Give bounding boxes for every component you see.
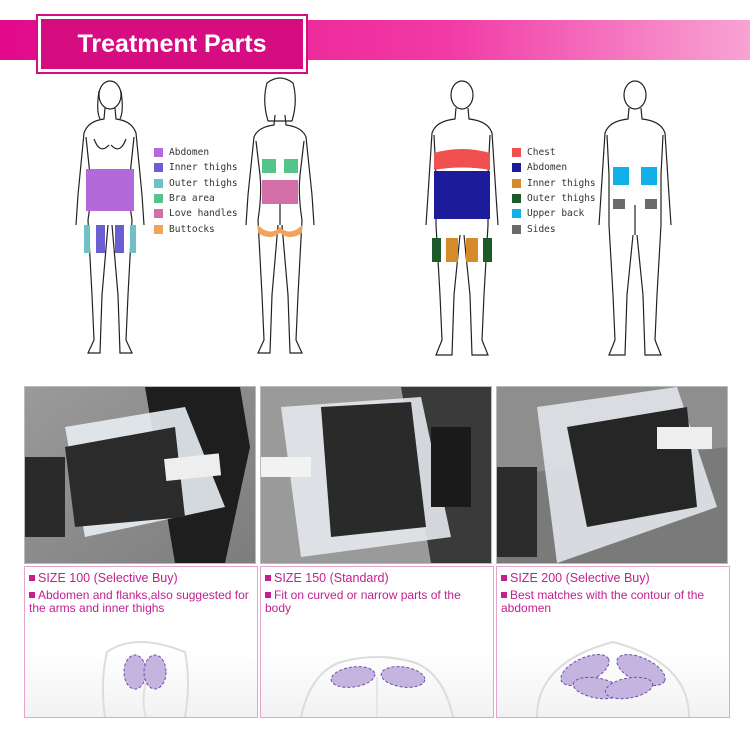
zone-love-handles [262, 180, 298, 204]
size-description: Abdomen and flanks,also suggested for th… [29, 588, 249, 615]
female-legend: Abdomen Inner thighs Outer thighs Bra ar… [154, 145, 238, 237]
size-title: SIZE 100 (Selective Buy) [29, 571, 178, 585]
zone-bra-left [262, 159, 276, 173]
zone-outer-thigh-right [483, 238, 492, 262]
zone-inner-thigh-left [96, 225, 105, 253]
size-card-200: SIZE 200 (Selective Buy) Best matches wi… [496, 566, 730, 718]
legend-item: Inner thighs [154, 160, 238, 175]
size-title: SIZE 150 (Standard) [265, 571, 389, 585]
zone-outer-thigh-left [432, 238, 441, 262]
legend-item: Upper back [512, 206, 596, 221]
zone-inner-thigh-right [115, 225, 124, 253]
size-description: Best matches with the contour of the abd… [501, 588, 705, 615]
body-outline-illustration [536, 640, 690, 717]
legend-item: Buttocks [154, 221, 238, 236]
zone-outer-thigh-right [130, 225, 136, 253]
size-title: SIZE 200 (Selective Buy) [501, 571, 650, 585]
male-legend: Chest Abdomen Inner thighs Outer thighs … [512, 145, 596, 237]
legend-item: Outer thighs [512, 191, 596, 206]
applicator-photo-150 [260, 386, 492, 564]
zone-sides-left [613, 199, 625, 209]
male-front-figure [425, 80, 499, 356]
legend-item: Abdomen [512, 160, 596, 175]
legend-item: Outer thighs [154, 176, 238, 191]
body-outline-illustration [300, 656, 454, 717]
zone-inner-thigh-right [466, 238, 478, 262]
applicator-photo-200 [496, 386, 728, 564]
legend-item: Love handles [154, 206, 238, 221]
body-outline-illustration [101, 641, 189, 717]
banner-title: Treatment Parts [38, 16, 306, 72]
zone-male-abdomen [434, 171, 490, 219]
zone-upper-back-left [613, 167, 629, 185]
legend-item: Abdomen [154, 145, 238, 160]
legend-item: Sides [512, 221, 596, 236]
zone-inner-thigh-left [446, 238, 458, 262]
applicator-photo-100 [24, 386, 256, 564]
size-card-100: SIZE 100 (Selective Buy) Abdomen and fla… [24, 566, 258, 718]
zone-buttocks [258, 225, 302, 237]
zone-chest [434, 149, 490, 170]
size-card-150: SIZE 150 (Standard) Fit on curved or nar… [260, 566, 494, 718]
zone-abdomen [86, 169, 134, 211]
zone-bra-right [284, 159, 298, 173]
size-description: Fit on curved or narrow parts of the bod… [265, 588, 461, 615]
legend-item: Inner thighs [512, 176, 596, 191]
female-back-figure [245, 77, 315, 354]
legend-item: Bra area [154, 191, 238, 206]
female-front-figure [75, 80, 145, 354]
zone-upper-back-right [641, 167, 657, 185]
zone-outer-thigh-left [84, 225, 90, 253]
male-back-figure [598, 80, 672, 356]
zone-sides-right [645, 199, 657, 209]
legend-item: Chest [512, 145, 596, 160]
